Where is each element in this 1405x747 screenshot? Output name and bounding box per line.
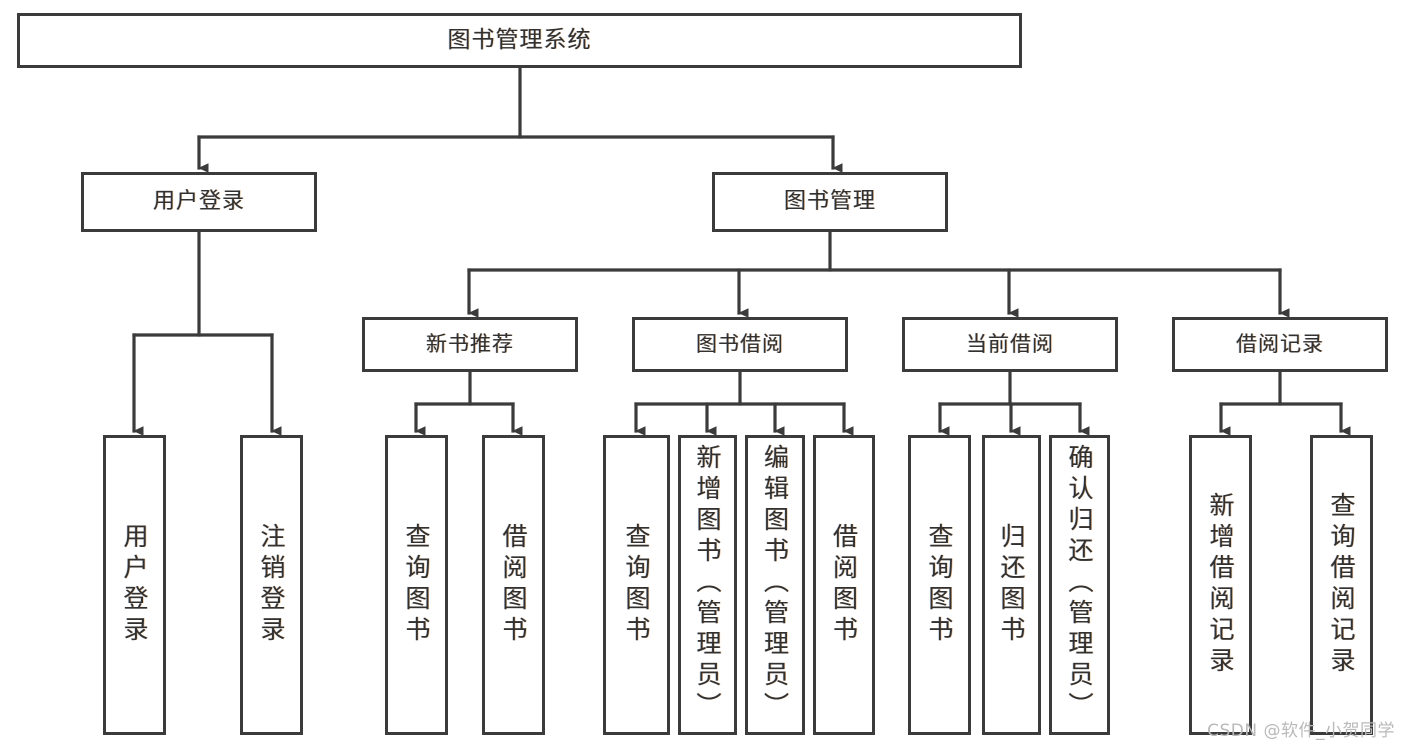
leaf-bookborrow-query-book-label: 查询图书 bbox=[622, 523, 651, 647]
leaf-newbook-borrow-book-label: 借阅图书 bbox=[499, 523, 528, 647]
leaf-user-login-label: 用户登录 bbox=[120, 523, 149, 647]
leaf-user-logout[interactable]: 注销登录 bbox=[240, 435, 303, 735]
node-borrow-record[interactable]: 借阅记录 bbox=[1172, 317, 1388, 372]
leaf-currentborrow-query-book[interactable]: 查询图书 bbox=[908, 435, 971, 735]
leaf-borrowrecord-query-record[interactable]: 查询借阅记录 bbox=[1310, 435, 1373, 735]
leaf-bookborrow-borrow-book[interactable]: 借阅图书 bbox=[813, 435, 875, 735]
leaf-bookborrow-borrow-book-label: 借阅图书 bbox=[829, 523, 859, 647]
leaf-bookborrow-add-book-admin[interactable]: 新增图书（管理员） bbox=[678, 435, 737, 735]
leaf-newbook-query-book-label: 查询图书 bbox=[402, 523, 431, 647]
leaf-user-logout-label: 注销登录 bbox=[257, 523, 286, 647]
node-new-book-recommend-label: 新书推荐 bbox=[426, 332, 514, 357]
leaf-newbook-borrow-book[interactable]: 借阅图书 bbox=[482, 435, 545, 735]
leaf-currentborrow-return-book-label: 归还图书 bbox=[997, 523, 1026, 647]
node-book-borrow-label: 图书借阅 bbox=[696, 332, 784, 357]
leaf-borrowrecord-query-record-label: 查询借阅记录 bbox=[1327, 492, 1356, 678]
leaf-newbook-query-book[interactable]: 查询图书 bbox=[385, 435, 448, 735]
node-user-login-label: 用户登录 bbox=[152, 189, 245, 215]
node-root[interactable]: 图书管理系统 bbox=[17, 13, 1022, 68]
leaf-bookborrow-query-book[interactable]: 查询图书 bbox=[603, 435, 670, 735]
node-current-borrow[interactable]: 当前借阅 bbox=[902, 317, 1118, 372]
node-book-manage[interactable]: 图书管理 bbox=[712, 172, 948, 232]
node-book-borrow[interactable]: 图书借阅 bbox=[632, 317, 848, 372]
leaf-currentborrow-confirm-return-admin[interactable]: 确认归还（管理员） bbox=[1049, 435, 1110, 735]
leaf-currentborrow-return-book[interactable]: 归还图书 bbox=[982, 435, 1041, 735]
leaf-bookborrow-edit-book-admin-label: 编辑图书（管理员） bbox=[760, 444, 790, 723]
node-borrow-record-label: 借阅记录 bbox=[1236, 332, 1324, 357]
leaf-currentborrow-query-book-label: 查询图书 bbox=[925, 523, 954, 647]
node-new-book-recommend[interactable]: 新书推荐 bbox=[362, 317, 578, 372]
node-root-label: 图书管理系统 bbox=[447, 26, 592, 53]
leaf-borrowrecord-add-record-label: 新增借阅记录 bbox=[1206, 492, 1235, 678]
node-user-login[interactable]: 用户登录 bbox=[81, 172, 317, 232]
node-book-manage-label: 图书管理 bbox=[783, 189, 876, 215]
leaf-borrowrecord-add-record[interactable]: 新增借阅记录 bbox=[1189, 435, 1252, 735]
node-current-borrow-label: 当前借阅 bbox=[966, 332, 1054, 357]
leaf-bookborrow-add-book-admin-label: 新增图书（管理员） bbox=[693, 444, 722, 723]
leaf-currentborrow-confirm-return-admin-label: 确认归还（管理员） bbox=[1065, 444, 1094, 723]
leaf-user-login[interactable]: 用户登录 bbox=[103, 435, 166, 735]
leaf-bookborrow-edit-book-admin[interactable]: 编辑图书（管理员） bbox=[745, 435, 805, 735]
